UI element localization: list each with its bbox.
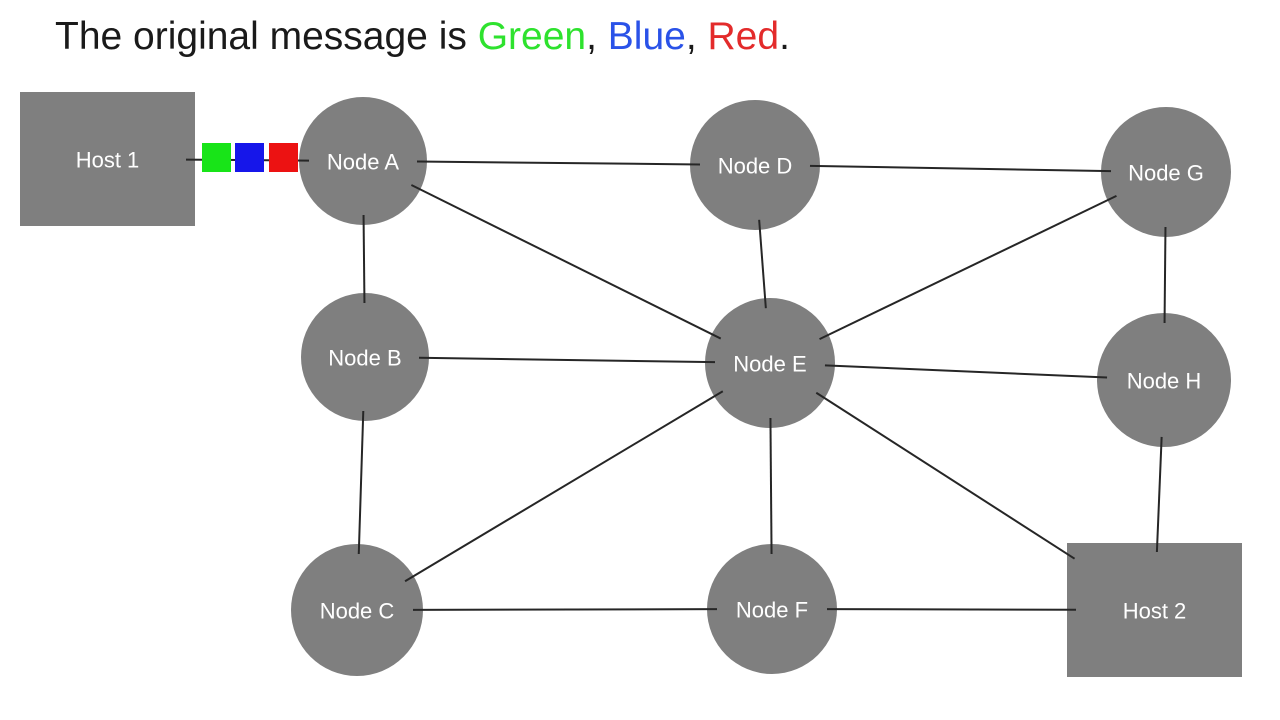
green-packet <box>202 143 231 172</box>
edge-E-H <box>824 364 1108 379</box>
title-segment: Red <box>707 15 780 58</box>
node-C-circle <box>291 544 423 676</box>
edge-E-host2 <box>815 391 1076 560</box>
node-G-label: Node G <box>1128 161 1204 186</box>
edge-B-E <box>418 356 716 364</box>
edge-A-D <box>416 160 701 166</box>
node-D-circle <box>690 100 820 230</box>
title-segment: Blue <box>607 15 686 58</box>
edge-C-E <box>404 390 724 583</box>
node-E-label: Node E <box>733 352 806 377</box>
node-D-label: Node D <box>718 154 793 179</box>
edge-A-E <box>410 184 722 340</box>
node-H-circle <box>1097 313 1231 447</box>
title-segment: , <box>586 15 608 58</box>
host-host2-box <box>1067 543 1242 677</box>
host-host1-box <box>20 92 195 226</box>
host-host2-label: Host 2 <box>1123 599 1187 624</box>
title-segment: The original message is <box>55 15 478 58</box>
node-F-label: Node F <box>736 598 808 623</box>
red-packet <box>269 143 298 172</box>
page-title: The original message is Green, Blue, Red… <box>55 14 790 61</box>
node-C-label: Node C <box>320 599 395 624</box>
node-B-label: Node B <box>328 346 401 371</box>
edge-F-host2 <box>826 608 1077 611</box>
edge-G-H <box>1163 226 1167 324</box>
node-F-circle <box>707 544 837 674</box>
edge-D-G <box>809 164 1112 173</box>
node-B-circle <box>301 293 429 421</box>
edge-H-host2 <box>1155 436 1163 553</box>
node-A-circle <box>299 97 427 225</box>
node-G-circle <box>1101 107 1231 237</box>
blue-packet <box>235 143 264 172</box>
edge-A-B <box>362 214 366 304</box>
title-segment: . <box>779 15 790 58</box>
host-host1-label: Host 1 <box>76 148 140 173</box>
edge-D-E <box>758 219 767 309</box>
edge-C-F <box>412 608 718 611</box>
edge-B-C <box>357 410 365 555</box>
edge-G-E <box>819 194 1117 341</box>
title-segment: Green <box>477 15 587 58</box>
node-H-label: Node H <box>1127 369 1202 394</box>
edge-E-F <box>769 417 773 555</box>
node-E-circle <box>705 298 835 428</box>
title-segment: , <box>685 15 708 58</box>
node-A-label: Node A <box>327 150 399 175</box>
